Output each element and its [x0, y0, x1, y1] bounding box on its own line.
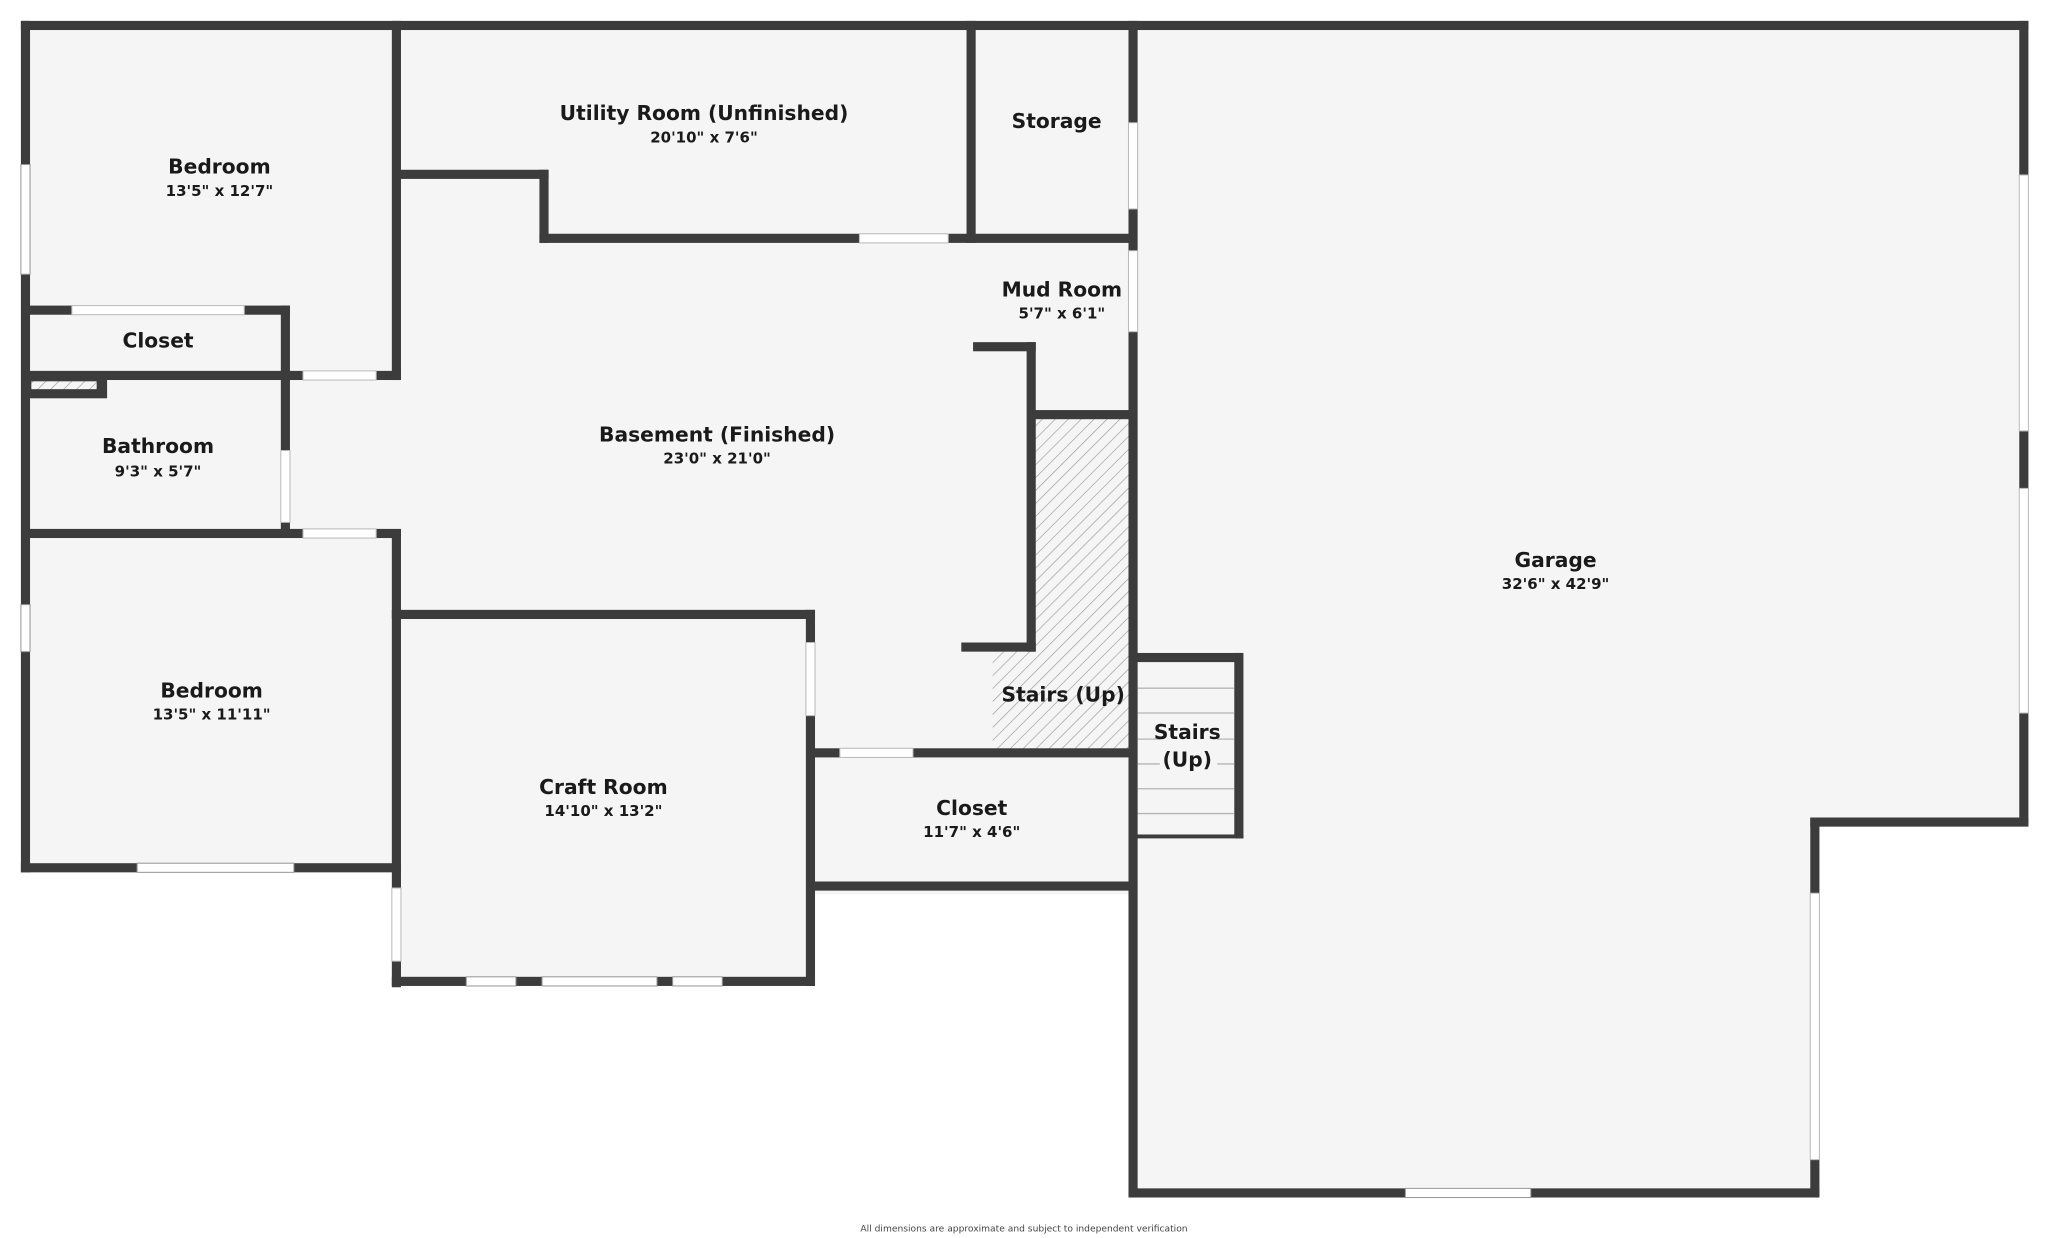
room-dims: 14'10" x 13'2"	[544, 802, 662, 820]
room-labels: Bedroom 13'5" x 12'7" Closet Bathroom 9'…	[102, 101, 1609, 841]
room-dims: 13'5" x 12'7"	[166, 182, 274, 200]
garage-stairs	[1133, 687, 1244, 839]
room-name: Craft Room	[539, 775, 667, 799]
room-name: Basement (Finished)	[599, 422, 835, 446]
room-dims: 20'10" x 7'6"	[650, 128, 758, 146]
room-name: Storage	[1012, 109, 1102, 133]
room-dims: 9'3" x 5'7"	[115, 463, 202, 481]
room-name: Bedroom	[168, 155, 271, 179]
room-dims: 32'6" x 42'9"	[1502, 575, 1610, 593]
room-dims: 13'5" x 11'11"	[153, 706, 271, 724]
room-name: Stairs	[1154, 720, 1221, 744]
room-name: Utility Room (Unfinished)	[560, 101, 849, 125]
floor-areas	[0, 26, 2048, 1238]
room-name: Bathroom	[102, 434, 214, 458]
disclaimer: All dimensions are approximate and subje…	[860, 1224, 1187, 1234]
room-name: Closet	[936, 796, 1007, 820]
room-dims: 5'7" x 6'1"	[1019, 305, 1106, 323]
room-name: (Up)	[1163, 748, 1212, 772]
room-dims: 23'0" x 21'0"	[663, 450, 771, 468]
room-dims: 11'7" x 4'6"	[923, 823, 1020, 841]
room-name: Bedroom	[160, 678, 263, 702]
room-name: Garage	[1515, 548, 1597, 572]
room-name: Closet	[122, 328, 193, 352]
room-name: Stairs (Up)	[1002, 682, 1125, 706]
openings	[20, 122, 2029, 1199]
stairs-hatch	[1031, 415, 1132, 753]
room-name: Mud Room	[1002, 277, 1123, 301]
